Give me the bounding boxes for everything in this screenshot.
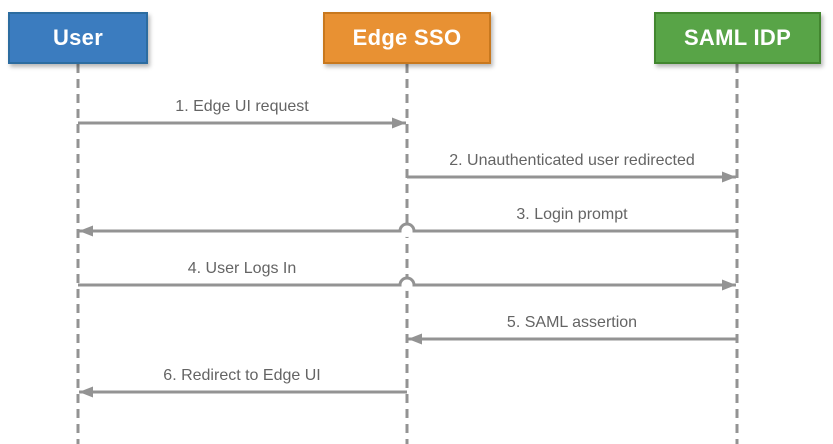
message-arrow-4	[78, 276, 736, 291]
hop-mask	[401, 225, 413, 237]
actor-edge-sso-label: Edge SSO	[352, 25, 462, 50]
message-label-6: 6. Redirect to Edge UI	[163, 367, 321, 384]
actor-user-label: User	[52, 25, 104, 50]
hop-mask	[401, 279, 413, 291]
message-label-2: 2. Unauthenticated user redirected	[449, 152, 695, 169]
message-label-5: 5. SAML assertion	[506, 314, 638, 331]
message-label-1: 1. Edge UI request	[175, 98, 309, 115]
actor-edge-sso: Edge SSO	[323, 12, 491, 64]
message-label-3: 3. Login prompt	[516, 206, 628, 223]
actor-user: User	[8, 12, 148, 64]
message-label-4: 4. User Logs In	[187, 260, 297, 277]
actor-saml-idp-label: SAML IDP	[683, 25, 792, 50]
message-arrow-3	[79, 222, 737, 237]
actor-saml-idp: SAML IDP	[654, 12, 821, 64]
